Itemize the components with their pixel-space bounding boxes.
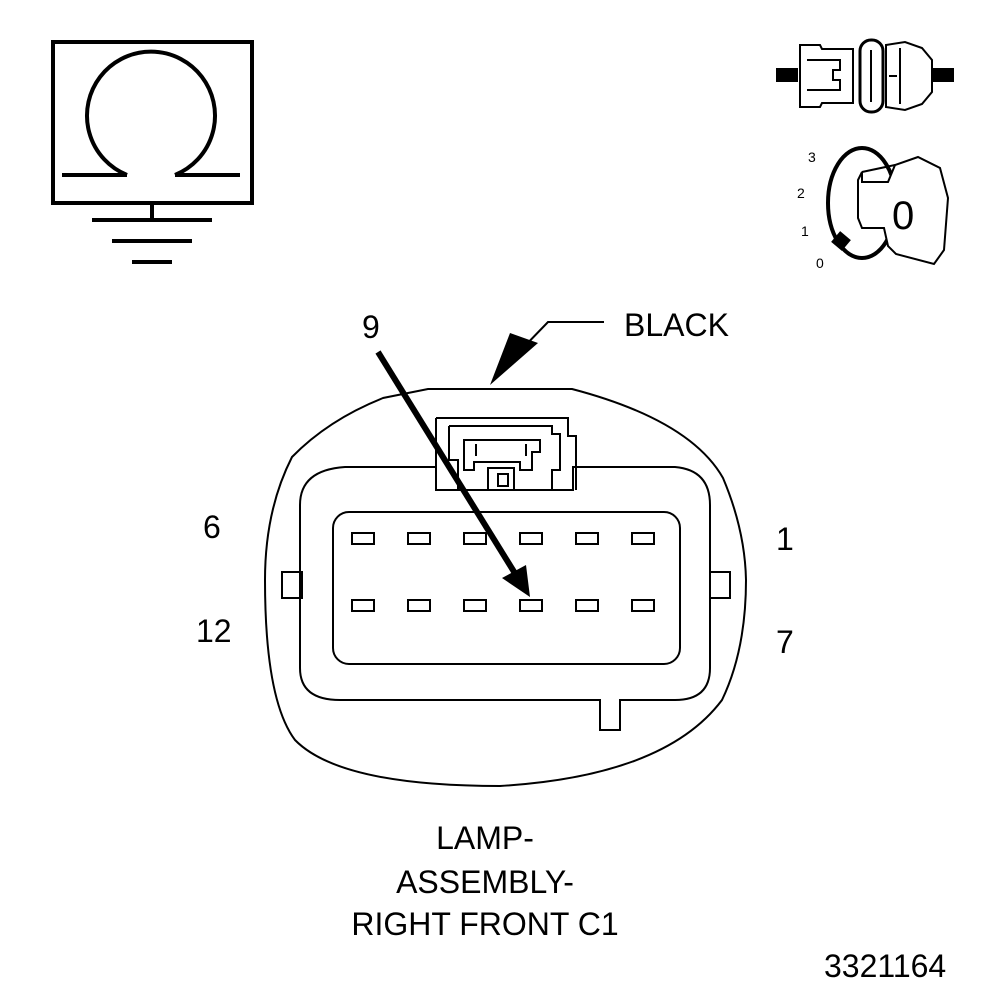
color-label-leader: [490, 321, 604, 385]
ignition-position-0: 0: [816, 255, 824, 271]
terminal-cavity-1: [631, 532, 655, 545]
terminal-cavity-10: [463, 599, 487, 612]
connector-name-line-2: ASSEMBLY-: [396, 864, 574, 900]
ignition-position-1: 1: [801, 223, 809, 239]
ignition-position-3: 3: [808, 149, 816, 165]
pin-1-label: 1: [776, 521, 794, 557]
terminal-cavity-2: [575, 532, 599, 545]
terminal-cavities: [351, 532, 655, 612]
terminal-cavity-3: [519, 532, 543, 545]
terminal-cavity-9: [519, 599, 543, 612]
pin-12-label: 12: [196, 613, 232, 649]
pin-9-label: 9: [362, 309, 380, 345]
terminal-cavity-6: [351, 532, 375, 545]
ignition-key-off-icon: [826, 146, 950, 266]
terminal-cavity-11: [407, 599, 431, 612]
figure-number: 3321164: [824, 948, 947, 984]
connector-name-line-1: LAMP-: [436, 820, 534, 856]
terminal-cavity-4: [463, 532, 487, 545]
ignition-key-label: 0: [892, 194, 915, 238]
connector-color-label: BLACK: [624, 307, 729, 343]
pin-9-arrow: [375, 350, 530, 597]
terminal-cavity-7: [631, 599, 655, 612]
connector-name-line-3: RIGHT FRONT C1: [351, 906, 619, 942]
pin-7-label: 7: [776, 624, 794, 660]
ohmmeter-ground-icon: [51, 40, 254, 264]
terminal-cavity-12: [351, 599, 375, 612]
pin-6-label: 6: [203, 509, 221, 545]
connector-housing: [263, 388, 748, 788]
terminal-cavity-5: [407, 532, 431, 545]
terminal-cavity-8: [575, 599, 599, 612]
ignition-position-2: 2: [797, 185, 805, 201]
disconnected-connector-icon: [776, 38, 954, 114]
